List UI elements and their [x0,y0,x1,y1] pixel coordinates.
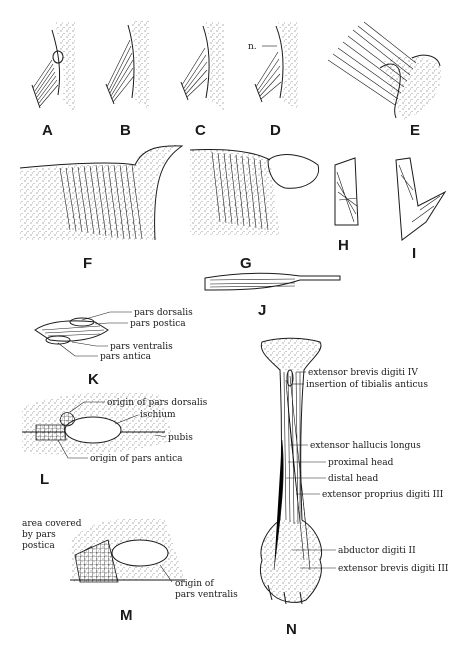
panel-label-m: M [120,607,133,624]
label-abductor-digiti-ii: abductor digiti II [338,546,416,556]
label-area-covered-2: by pars [22,530,56,540]
panel-label-f: F [83,255,92,272]
label-extensor-hallucis-longus: extensor hallucis longus [310,441,421,451]
panel-l-drawing [22,392,175,459]
label-distal-head: distal head [328,474,378,484]
panel-b-drawing [105,20,150,110]
panel-label-h: H [338,237,349,254]
panel-label-i: I [412,245,416,262]
panel-m-drawing [70,518,185,583]
panel-k-drawing [34,311,132,357]
panel-h-drawing [334,157,359,226]
panel-c-drawing [180,22,224,110]
label-pars-ventralis-k: pars ventralis [110,342,173,352]
panel-label-k: K [88,371,99,388]
panel-e-drawing [327,21,441,121]
label-area-covered-1: area covered [22,519,82,529]
label-proximal-head: proximal head [328,458,394,468]
label-pubis: pubis [168,433,193,443]
panel-d-drawing [254,22,298,110]
label-origin-pars-ventralis-2: pars ventralis [175,590,238,600]
panel-g-drawing [189,149,320,235]
panel-label-d: D [270,122,281,139]
panel-label-e: E [410,122,420,139]
panel-label-n: N [286,621,297,638]
panel-label-c: C [195,122,206,139]
label-pars-antica-k: pars antica [100,352,152,362]
panel-i-drawing [395,157,447,241]
panel-label-b: B [120,122,131,139]
label-origin-pars-antica: origin of pars antica [90,454,183,464]
label-extensor-proprius-digiti-iii: extensor proprius digiti III [322,490,444,500]
panel-label-l: L [40,471,49,488]
label-extensor-brevis-digiti-iii: extensor brevis digiti III [338,564,449,574]
panel-f-drawing [19,145,184,241]
panel-j-drawing [204,272,341,291]
panel-label-g: G [240,255,252,272]
label-pars-postica-k: pars postica [130,319,186,329]
nerve-label: n. [248,42,257,52]
label-extensor-brevis-digiti-iv: extensor brevis digiti IV [308,368,418,378]
panel-n-drawing [259,337,336,605]
label-insertion-tibialis-anticus: insertion of tibialis anticus [306,380,428,390]
panel-a-drawing [31,22,75,112]
panel-label-j: J [258,302,266,319]
label-pars-dorsalis-k: pars dorsalis [134,308,193,318]
panel-label-a: A [42,122,53,139]
label-ischium: ischium [140,410,176,420]
label-origin-pars-dorsalis: origin of pars dorsalis [107,398,208,408]
label-area-covered-3: postica [22,541,55,551]
label-origin-pars-ventralis-1: origin of [175,579,214,589]
